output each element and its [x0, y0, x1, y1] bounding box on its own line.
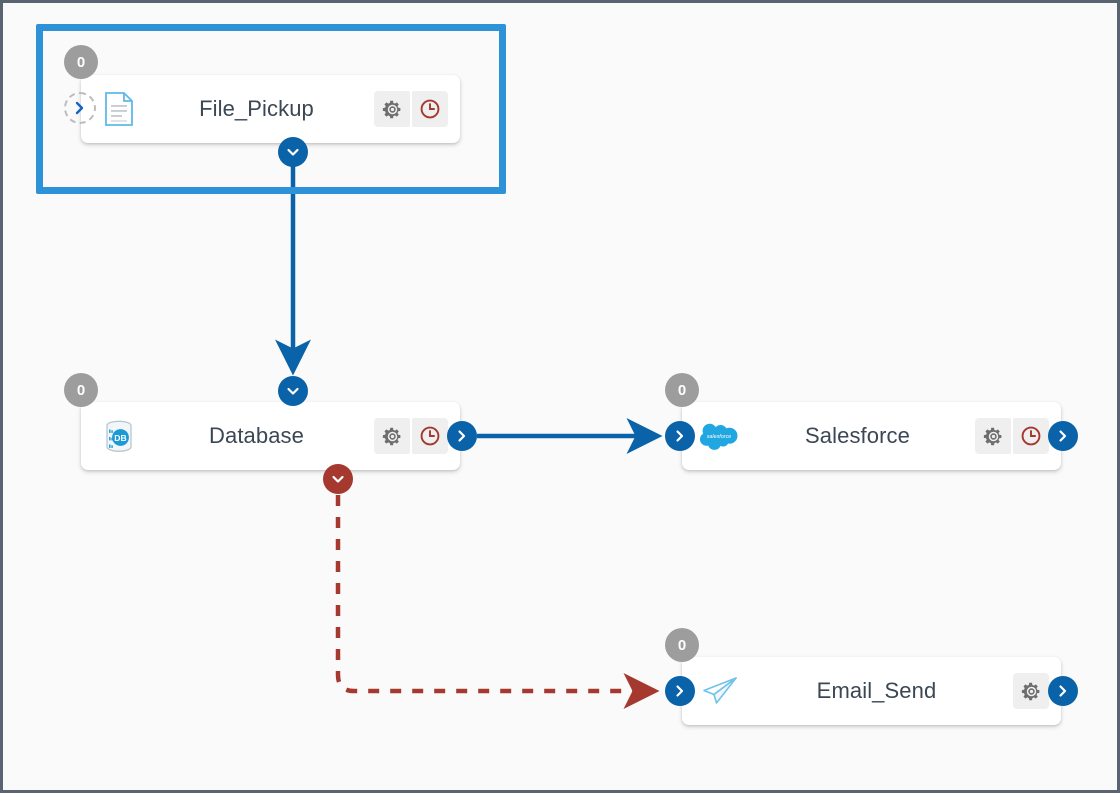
settings-button-email-send[interactable]	[1013, 673, 1049, 709]
node-actions-email-send	[1013, 673, 1049, 709]
salesforce-input-port[interactable]	[665, 421, 695, 451]
database-icon: DB	[99, 416, 139, 456]
selection-rectangle[interactable]	[36, 24, 506, 194]
chevron-down-icon	[287, 148, 299, 156]
node-label-email-send: Email_Send	[816, 678, 937, 703]
node-salesforce[interactable]: salesforce Salesforce	[682, 402, 1061, 470]
settings-button-file-pickup[interactable]	[374, 91, 410, 127]
node-file-pickup[interactable]: File_Pickup	[81, 75, 460, 143]
node-label-database: Database	[209, 423, 304, 448]
email-send-input-port[interactable]	[665, 676, 695, 706]
document-icon	[99, 89, 139, 129]
schedule-button-salesforce[interactable]	[1013, 418, 1049, 454]
clock-icon	[420, 99, 440, 119]
svg-text:salesforce: salesforce	[707, 434, 732, 440]
node-badge-database: 0	[64, 373, 98, 407]
file-pickup-success-port[interactable]	[278, 137, 308, 167]
paper-plane-icon	[700, 671, 740, 711]
database-success-port[interactable]	[447, 421, 477, 451]
chevron-right-icon	[1059, 685, 1067, 697]
chevron-down-icon	[287, 387, 299, 395]
salesforce-success-port[interactable]	[1048, 421, 1078, 451]
node-email-send[interactable]: Email_Send	[682, 657, 1061, 725]
email-send-success-port[interactable]	[1048, 676, 1078, 706]
node-actions-file-pickup	[374, 91, 448, 127]
settings-button-salesforce[interactable]	[975, 418, 1011, 454]
gear-icon	[983, 427, 1001, 445]
node-actions-salesforce	[975, 418, 1049, 454]
gear-icon	[382, 100, 400, 118]
node-badge-file-pickup: 0	[64, 45, 98, 79]
clock-icon	[1021, 426, 1041, 446]
schedule-button-database[interactable]	[412, 418, 448, 454]
gear-icon	[1021, 682, 1039, 700]
file-pickup-input-port-placeholder[interactable]	[64, 92, 96, 124]
edge-database-to-email-send	[335, 495, 660, 709]
svg-text:DB: DB	[114, 433, 126, 443]
settings-button-database[interactable]	[374, 418, 410, 454]
chevron-right-icon	[676, 430, 684, 442]
chevron-right-icon	[458, 430, 466, 442]
gear-icon	[382, 427, 400, 445]
chevron-right-icon	[676, 685, 684, 697]
node-label-file-pickup: File_Pickup	[199, 96, 314, 121]
chevron-right-icon	[75, 101, 84, 115]
schedule-button-file-pickup[interactable]	[412, 91, 448, 127]
clock-icon	[420, 426, 440, 446]
node-label-salesforce: Salesforce	[805, 423, 910, 448]
database-input-port[interactable]	[278, 376, 308, 406]
database-error-port[interactable]	[323, 464, 353, 494]
node-actions-database	[374, 418, 448, 454]
node-badge-salesforce: 0	[665, 373, 699, 407]
node-database[interactable]: DB Database	[81, 402, 460, 470]
chevron-down-icon	[332, 475, 344, 483]
chevron-right-icon	[1059, 430, 1067, 442]
salesforce-icon: salesforce	[700, 416, 740, 456]
node-badge-email-send: 0	[665, 628, 699, 662]
